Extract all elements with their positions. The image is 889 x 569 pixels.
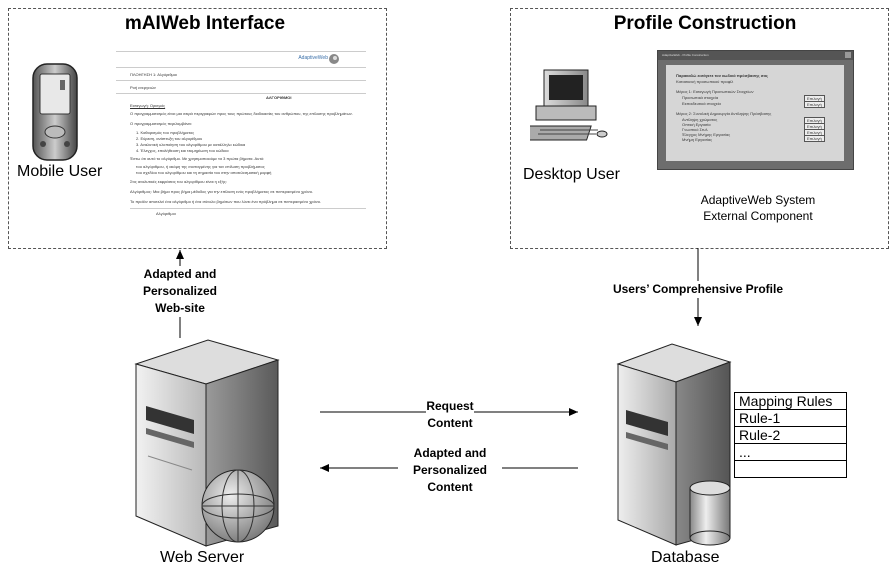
select-button[interactable]: Επιλογή xyxy=(804,101,825,108)
profile-construction-title: Profile Construction xyxy=(613,13,797,34)
mobile-user-label: Mobile User xyxy=(17,163,103,180)
mobile-interface-title: mAIWeb Interface xyxy=(124,13,286,34)
mobile-device-icon xyxy=(32,63,78,161)
table-cell: Mapping Rules xyxy=(734,392,847,410)
table-row: ... xyxy=(734,443,847,461)
table-row: Mapping Rules xyxy=(734,392,847,410)
close-icon[interactable] xyxy=(845,52,851,58)
system-label-line-2: External Component xyxy=(703,209,813,223)
web-server-icon xyxy=(134,339,280,547)
list-item: 2. Εύρεση, ανάπτυξη του αλγορίθμου xyxy=(136,136,203,141)
mobile-interface-panel xyxy=(8,8,387,249)
paragraph-2: Ο προγραμματισμός περιλαμβάνει: xyxy=(130,121,193,126)
bullet-item: του αλγόριθμου, ή ακόμη της συνταγμένης … xyxy=(136,164,265,169)
table-row: Rule-2 xyxy=(734,426,847,444)
list-item: 3. Αναλυτική υλοποίηση του αλγορίθμου με… xyxy=(136,142,246,147)
web-server-label: Web Server xyxy=(160,549,245,566)
table-cell: Rule-1 xyxy=(734,409,847,427)
window-titlebar: AdaptiveWeb - Profile Construction xyxy=(658,51,853,60)
database-server-icon xyxy=(616,343,732,546)
table-row xyxy=(734,460,847,478)
adapted-content-label: Adapted and Personalized Content xyxy=(398,445,502,496)
table-cell: ... xyxy=(734,443,847,461)
nav-line-2: Ροή ενεργειών xyxy=(130,85,156,90)
profile-construction-screenshot: AdaptiveWeb - Profile Construction Παρακ… xyxy=(657,50,854,170)
list-item: 1. Καθορισμός του προβλήματος xyxy=(136,130,195,135)
mobile-interface-screenshot: AdaptiveWeb ΠΛΟΗΓΗΣΗ 1: Αλγόριθμοι Ροή ε… xyxy=(116,50,368,228)
adapted-website-label: Adapted and Personalized Web-site xyxy=(126,266,234,317)
system-label-line-1: AdaptiveWeb System xyxy=(700,193,816,207)
window-content xyxy=(666,65,844,161)
paragraph-1: Ο προγραμματισμός είναι μια σειρά περιγρ… xyxy=(130,111,353,116)
paragraph-3: Έστω ότι αυτό το αλγόριθμο. Με χρησιμοπο… xyxy=(130,156,265,161)
request-content-label: Request Content xyxy=(426,398,474,430)
table-cell: Rule-2 xyxy=(734,426,847,444)
paragraph-5: Αλγόριθμος: Μια βήμα προς βήμα μέθοδος γ… xyxy=(130,189,314,194)
table-cell xyxy=(734,460,847,478)
intro-label: Εισαγωγή: Ορισμός xyxy=(130,103,166,108)
adaptiveweb-logo: AdaptiveWeb xyxy=(298,55,328,61)
nav-line-1: ΠΛΟΗΓΗΣΗ 1: Αλγόριθμοι xyxy=(130,72,177,77)
paragraph-6: Το προϊόν αποτελεί ένα αλγόριθμο ή ένα σ… xyxy=(130,199,322,204)
mapping-rules-table: Mapping Rules Rule-1 Rule-2 ... xyxy=(734,392,847,478)
screenshot-heading: ΑΛΓΟΡΙΘΜΟΙ xyxy=(266,95,292,100)
table-row: Rule-1 xyxy=(734,409,847,427)
list-item: 4. Έλεγχος, επαλήθευση και τεκμηρίωση το… xyxy=(136,148,229,153)
screenshot-footer: Αλγόριθμοι xyxy=(156,211,176,216)
select-button[interactable]: Επιλογή xyxy=(804,135,825,142)
database-label: Database xyxy=(651,549,720,566)
desktop-computer-icon xyxy=(530,69,608,141)
comprehensive-profile-label: Users’ Comprehensive Profile xyxy=(591,281,805,298)
bullet-item: του σχεδίου του αλγορίθμου και τη σημασί… xyxy=(136,170,272,175)
desktop-user-label: Desktop User xyxy=(523,166,620,183)
logo-swirl-icon xyxy=(329,54,339,64)
paragraph-4: Στις αναλυτικές εκφράσεις του αλγορίθμου… xyxy=(130,179,227,184)
